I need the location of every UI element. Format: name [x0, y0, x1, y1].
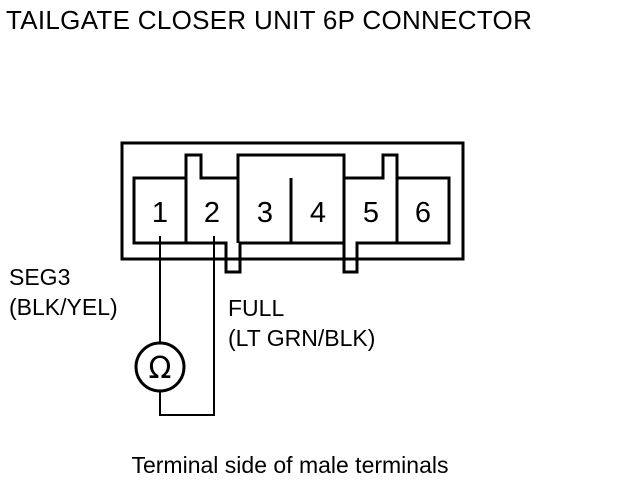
pin-number-4: 4 [310, 197, 326, 229]
pin-number-5: 5 [363, 197, 379, 229]
diagram-title: TAILGATE CLOSER UNIT 6P CONNECTOR [6, 5, 533, 35]
ohmmeter-icon: Ω [134, 341, 186, 393]
pin-number-1: 1 [152, 197, 168, 229]
seg3-label: SEG3 (BLK/YEL) [9, 262, 118, 322]
pin-dividers [184, 178, 399, 243]
pin-number-6: 6 [415, 197, 431, 229]
pin-number-2: 2 [204, 197, 220, 229]
pin-number-3: 3 [257, 197, 273, 229]
seg3-signal-name: SEG3 [9, 264, 71, 290]
seg3-wire-color: (BLK/YEL) [9, 294, 118, 320]
probe-wire-meter-bottom [159, 236, 215, 416]
ohm-symbol: Ω [149, 351, 172, 386]
connector-housing [120, 141, 465, 261]
full-label: FULL (LT GRN/BLK) [228, 293, 375, 353]
diagram-caption: Terminal side of male terminals [131, 452, 449, 478]
full-wire-color: (LT GRN/BLK) [228, 325, 376, 351]
full-signal-name: FULL [228, 295, 285, 321]
